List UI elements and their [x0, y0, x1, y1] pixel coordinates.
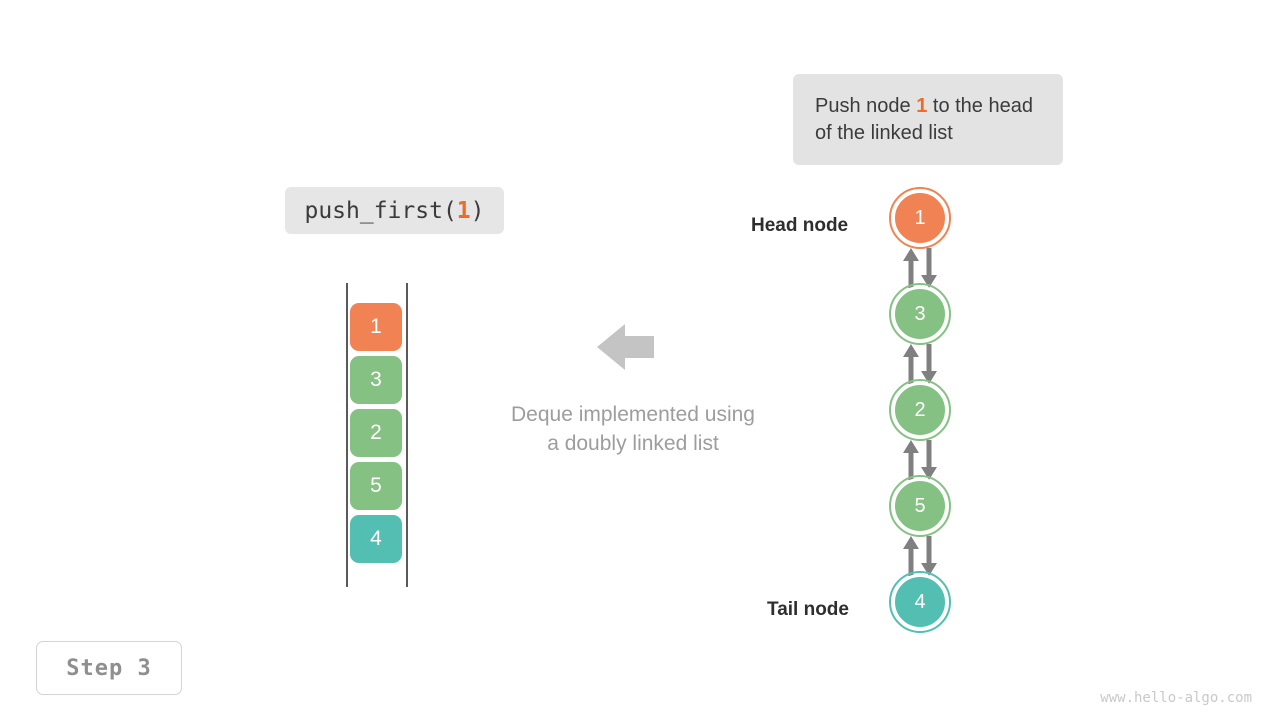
operation-label: push_first(1): [285, 187, 504, 234]
left-arrow-icon: [597, 323, 654, 371]
deque-rail-left: [346, 283, 348, 587]
linked-list-node: 5: [892, 478, 948, 534]
link-arrow-pair-icon: [900, 248, 940, 288]
deque-cell-list: 1 3 2 5 4: [350, 303, 402, 568]
head-node-label: Head node: [751, 215, 849, 236]
watermark: www.hello-algo.com: [1100, 690, 1252, 706]
linked-list-diagram: 1 3 2 5 4: [860, 187, 980, 645]
linked-list-node: 1: [892, 190, 948, 246]
caption-line-2: a doubly linked list: [547, 432, 719, 455]
deque-cell: 2: [350, 409, 402, 457]
callout-bubble: Push node 1 to the head of the linked li…: [793, 74, 1063, 165]
linked-list-node-ring: [889, 379, 951, 441]
operation-paren-close: ): [470, 197, 485, 224]
step-badge: Step 3: [36, 641, 182, 695]
linked-list-node-ring: [889, 187, 951, 249]
link-arrow-pair-icon: [900, 344, 940, 384]
callout-text: Push node 1 to the head of the linked li…: [815, 93, 1041, 147]
link-arrow-pair-icon: [900, 440, 940, 480]
linked-list-node: 2: [892, 382, 948, 438]
step-badge-label: Step 3: [66, 655, 152, 681]
deque-cell: 3: [350, 356, 402, 404]
callout-text-after: to the head of the linked list: [815, 94, 1033, 144]
link-arrow-pair-icon: [900, 536, 940, 576]
callout-highlight-value: 1: [916, 94, 928, 117]
deque-rail-right: [406, 283, 408, 587]
deque-array: 1 3 2 5 4: [345, 283, 411, 587]
deque-cell: 4: [350, 515, 402, 563]
operation-name: push_first(: [304, 197, 457, 224]
callout-text-before: Push node: [815, 94, 917, 117]
diagram-caption: Deque implemented using a doubly linked …: [458, 400, 808, 458]
caption-line-1: Deque implemented using: [511, 403, 755, 426]
tail-node-label: Tail node: [767, 599, 849, 620]
operation-label-text: push_first(1): [304, 198, 484, 224]
deque-cell: 1: [350, 303, 402, 351]
linked-list-node-ring: [889, 571, 951, 633]
linked-list-node-ring: [889, 283, 951, 345]
deque-cell: 5: [350, 462, 402, 510]
linked-list-node: 3: [892, 286, 948, 342]
operation-argument: 1: [456, 197, 471, 224]
linked-list-node: 4: [892, 574, 948, 630]
linked-list-node-ring: [889, 475, 951, 537]
